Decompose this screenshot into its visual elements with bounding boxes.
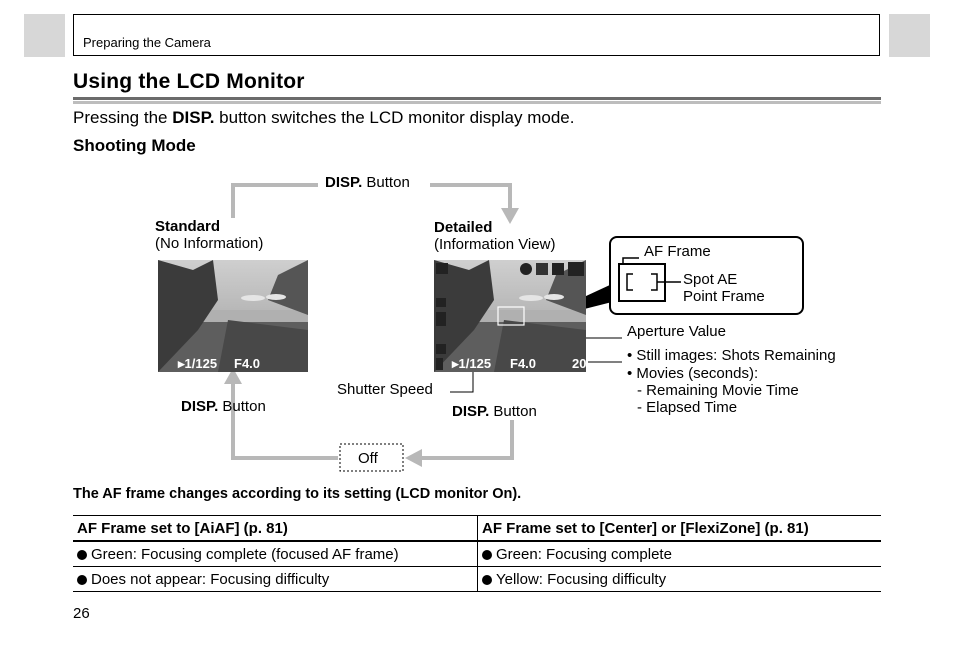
detailed-screen: ▸1/125 F4.0 20 xyxy=(434,260,586,372)
arrowhead-up xyxy=(224,368,242,384)
intro-before: Pressing the xyxy=(73,108,173,127)
spot-bracket-left xyxy=(626,273,633,291)
af-frame-table: AF Frame set to [AiAF] (p. 81) AF Frame … xyxy=(73,515,881,592)
still-images-label: • Still images: Shots Remaining xyxy=(627,347,836,364)
header-section-label: Preparing the Camera xyxy=(83,35,211,50)
detailed-shots-text: 20 xyxy=(572,356,586,371)
battery-icon xyxy=(436,358,443,370)
title-rule-light xyxy=(73,101,881,104)
section-title: Shooting Mode xyxy=(73,136,196,155)
leader-shutter xyxy=(450,371,474,393)
arrowhead-down xyxy=(501,208,519,224)
off-label: Off xyxy=(358,450,378,467)
table-cell: Yellow: Focusing difficulty xyxy=(477,566,881,592)
bullet-icon xyxy=(482,574,492,585)
quality-icon xyxy=(436,298,446,307)
bullet-icon xyxy=(77,574,87,585)
mode-icon xyxy=(520,263,532,275)
standard-shutter-text: ▸1/125 xyxy=(177,356,217,371)
self-timer-icon xyxy=(536,263,548,275)
table-header-center: AF Frame set to [Center] or [FlexiZone] … xyxy=(477,515,881,542)
table-cell: Green: Focusing complete (focused AF fra… xyxy=(73,540,478,567)
standard-aperture-text: F4.0 xyxy=(234,356,260,371)
bullet-icon xyxy=(77,549,87,560)
page-title: Using the LCD Monitor xyxy=(73,70,305,93)
spot-ae-label-1: Spot AE xyxy=(683,271,738,288)
table-row: Green: Focusing complete (focused AF fra… xyxy=(73,540,881,567)
detailed-label: Detailed(Information View) xyxy=(434,219,555,253)
table-cell: Does not appear: Focusing difficulty xyxy=(73,566,478,592)
arrow-off-to-standard xyxy=(231,382,338,460)
bullet-icon xyxy=(482,549,492,560)
standard-photo: ▸1/125 F4.0 xyxy=(158,260,308,372)
metering-icon xyxy=(436,344,446,354)
intro-disp: DISP. xyxy=(172,108,215,127)
detailed-sub: (Information View) xyxy=(434,236,556,253)
arrow-std-to-disp xyxy=(231,183,318,218)
disp-button-label-top: DISP. Button xyxy=(325,174,410,191)
spot-ae-label-2: Point Frame xyxy=(683,288,765,305)
arrow-detailed-to-off xyxy=(420,420,514,460)
af-frame-leader xyxy=(622,257,639,264)
detailed-shutter-text: ▸1/125 xyxy=(451,356,491,371)
arrow-disp-to-detailed xyxy=(430,183,512,210)
elapsed-time-label: - Elapsed Time xyxy=(637,399,738,416)
table-row: Does not appear: Focusing difficulty Yel… xyxy=(73,566,881,592)
detailed-aperture-text: F4.0 xyxy=(510,356,536,371)
disp-button-label-left: DISP. Button xyxy=(181,398,266,415)
table-cell: Green: Focusing complete xyxy=(477,540,881,567)
manual-mode-icon xyxy=(568,262,584,276)
intro-text: Pressing the DISP. button switches the L… xyxy=(73,108,574,128)
movies-label: • Movies (seconds): xyxy=(627,365,759,382)
resolution-icon xyxy=(436,312,446,326)
shutter-speed-label: Shutter Speed xyxy=(337,381,433,398)
page-tab-right xyxy=(889,14,930,57)
standard-sub: (No Information) xyxy=(155,235,264,252)
aperture-value-label: Aperture Value xyxy=(627,323,726,340)
arrowhead-left xyxy=(405,449,422,467)
standard-title: Standard xyxy=(155,218,221,235)
page-number: 26 xyxy=(73,605,90,622)
drive-icon xyxy=(552,263,564,275)
af-note: The AF frame changes according to its se… xyxy=(73,486,522,502)
spot-bracket-right xyxy=(651,273,658,291)
disp-button-label-right: DISP. Button xyxy=(452,403,537,420)
detailed-photo: ▸1/125 F4.0 20 xyxy=(434,260,586,372)
remaining-movie-label: - Remaining Movie Time xyxy=(637,382,799,399)
intro-after: button switches the LCD monitor display … xyxy=(214,108,575,127)
af-frame-preview xyxy=(497,306,525,326)
flash-icon xyxy=(436,263,448,274)
detailed-title: Detailed xyxy=(434,219,493,236)
standard-screen: ▸1/125 F4.0 xyxy=(158,260,308,372)
standard-label: Standard(No Information) xyxy=(155,218,263,252)
af-frame-label: AF Frame xyxy=(644,243,711,260)
page-tab-left xyxy=(24,14,65,57)
table-header-aiaf: AF Frame set to [AiAF] (p. 81) xyxy=(73,515,478,542)
page-header: Preparing the Camera xyxy=(73,14,880,56)
af-callout-drawing xyxy=(618,257,681,302)
title-rule-dark xyxy=(73,97,881,100)
off-box xyxy=(339,443,404,472)
table-header-row: AF Frame set to [AiAF] (p. 81) AF Frame … xyxy=(73,515,881,542)
